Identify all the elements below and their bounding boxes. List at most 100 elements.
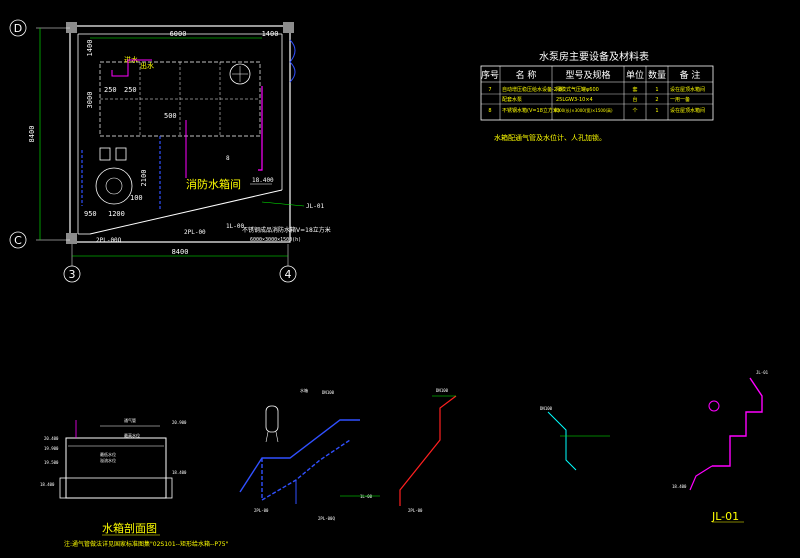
axis-d-label: D [14, 22, 22, 35]
section-title: 水箱剖面图 [102, 521, 157, 535]
table-header-1: 名 称 [516, 69, 537, 81]
iso3-pipe-magenta [712, 377, 763, 467]
note-tank-2: 6000×3000×1500(h) [250, 237, 301, 243]
tag-1l00: 1L-00 [226, 223, 244, 230]
isometric-diagram-1: 水箱 DN100 2PL-00Q 2PL-00 1L-00 [239, 387, 380, 521]
table-r0-c0: 7 [488, 87, 491, 93]
axis-c-label: C [14, 234, 22, 247]
iso3-valve-icon [708, 400, 720, 412]
dim-250-a: 250 [104, 86, 117, 94]
iso1-label-2: DN100 [322, 390, 335, 395]
table-r1-c3: 台 [632, 96, 637, 103]
section-elev-1: 20.400 [44, 436, 59, 441]
manhole-icon [229, 63, 251, 85]
equipment-table: 水泵房主要设备及材料表 序号 名 称 型号及规格 单位 数量 备 注 7 自动增… [480, 50, 714, 142]
section-label-vent: 通气管 [124, 417, 136, 423]
pressure-tank-inner-icon [105, 177, 123, 195]
section-level-2: 最低水位 [100, 451, 116, 457]
iso3-pipe-magenta-drop [689, 465, 713, 491]
plan-view: D C 3 4 8400 8400 6000 1400 1400 3000 21… [9, 19, 331, 283]
column-bottom-left [66, 233, 77, 244]
iso1-pipe-blue-branch [261, 439, 351, 502]
plan-elevation: 18.400 [252, 177, 274, 184]
dim-1200: 1200 [108, 210, 125, 218]
table-title: 水泵房主要设备及材料表 [539, 50, 649, 63]
table-r1-c5: 一用一备 [670, 96, 690, 103]
table-r1-c4: 2 [655, 97, 658, 103]
tank-section-view: 通气管 20.900 20.400 19.900 19.500 18.400 1… [40, 417, 229, 548]
dim-1400-v: 1400 [86, 40, 94, 57]
iso2-tag-a: 2PL-00 [408, 508, 423, 513]
dim-950: 950 [84, 210, 97, 218]
section-elev-top: 20.900 [172, 420, 187, 425]
table-r1-c1: 配套水泵 [502, 96, 522, 103]
dim-500: 500 [164, 112, 177, 120]
table-r0-c2: 隔膜式气压罐φ600 [556, 86, 599, 93]
table-r2-c2: 6000(长)×3000(宽)×1500(高) [554, 107, 613, 113]
pump-1-icon [99, 147, 111, 161]
iso3-pipe-cyan [547, 411, 577, 471]
iso1-tank-leg-l [265, 431, 269, 443]
axis-c-bubble [9, 231, 27, 249]
label-outlet: 出水 [140, 61, 154, 70]
section-note: 注:通气管做法详见国家标准图集"02S101--矩形给水箱--P75" [64, 540, 229, 548]
iso2-pipe-red [399, 395, 457, 506]
iso1-pressure-tank-icon [265, 405, 279, 433]
axis-4-bubble [279, 265, 297, 283]
iso1-pipe-blue-main [239, 419, 360, 493]
table-r0-c1: 自动增压稳压给水设备-2-8 [502, 86, 562, 93]
iso3-tag-a: JL-01 [756, 370, 769, 375]
table-note: 水箱配通气管及水位计、人孔加锁。 [494, 133, 606, 142]
iso1-label-1: 水箱 [300, 387, 308, 393]
dim-left-text: 8400 [28, 126, 36, 143]
dim-100: 100 [130, 194, 143, 202]
room-name: 消防水箱间 [186, 177, 241, 191]
section-elev-3: 19.500 [44, 460, 59, 465]
tag-2pl00q: 2PL-00Q [96, 237, 122, 244]
table-r0-c5: 设在屋顶水箱间 [670, 86, 705, 93]
table-r2-c1: 不锈钢水箱(Ⅴ=18立方米) [502, 107, 560, 114]
tag-2pl00: 2PL-00 [184, 229, 206, 236]
plan-outer-wall [69, 25, 291, 243]
iso1-tag-b: 2PL-00 [254, 508, 269, 513]
column-top-right [283, 22, 294, 33]
section-elev-2: 19.900 [44, 446, 59, 451]
table-header-0: 序号 [481, 69, 499, 81]
pressure-tank-icon [95, 167, 133, 205]
dim-top-1400: 1400 [262, 30, 279, 38]
axis-d-bubble [9, 19, 27, 37]
table-r0-c4: 1 [655, 87, 658, 93]
axis-3-label: 3 [69, 268, 76, 281]
column-top-left [66, 22, 77, 33]
leader-jl01 [261, 201, 305, 207]
iso1-tank-leg-r [275, 431, 279, 443]
table-header-4: 数量 [648, 69, 666, 81]
iso1-tag-c: 1L-00 [360, 494, 373, 499]
dim-2100-v: 2100 [140, 170, 148, 187]
section-elev-bottom: 18.400 [40, 482, 55, 487]
iso3-big-tag: JL-01 [711, 510, 739, 523]
table-r2-c5: 设在屋顶水箱间 [670, 107, 705, 114]
plan-diagonal-wall [89, 189, 283, 235]
section-tank-body [65, 437, 167, 499]
table-header-2: 型号及规格 [565, 69, 610, 81]
iso1-tag-a: 2PL-00Q [318, 516, 335, 521]
table-header-5: 备 注 [680, 69, 701, 81]
table-r0-c3: 套 [632, 86, 637, 93]
table-r2-c4: 1 [655, 108, 658, 114]
tag-jl01: JL-01 [306, 203, 324, 210]
isometric-diagram-2: 2PL-00 DN100 [399, 388, 457, 513]
iso3-elev: 18.400 [672, 484, 687, 489]
table-header-3: 单位 [626, 69, 644, 81]
axis-3-bubble [63, 265, 81, 283]
table-frame [480, 65, 714, 121]
dim-bottom-text: 8400 [172, 248, 189, 256]
pipe-magenta-inlet [111, 59, 152, 77]
dim-3000-v: 3000 [86, 92, 94, 109]
door-swing-icon [289, 39, 296, 83]
iso3-label-1: DN100 [540, 406, 553, 411]
note-tank-1: 不锈钢成品消防水箱Ⅴ=18立方米 [242, 226, 331, 234]
axis-4-label: 4 [285, 268, 292, 281]
table-r2-c3: 个 [632, 108, 637, 114]
